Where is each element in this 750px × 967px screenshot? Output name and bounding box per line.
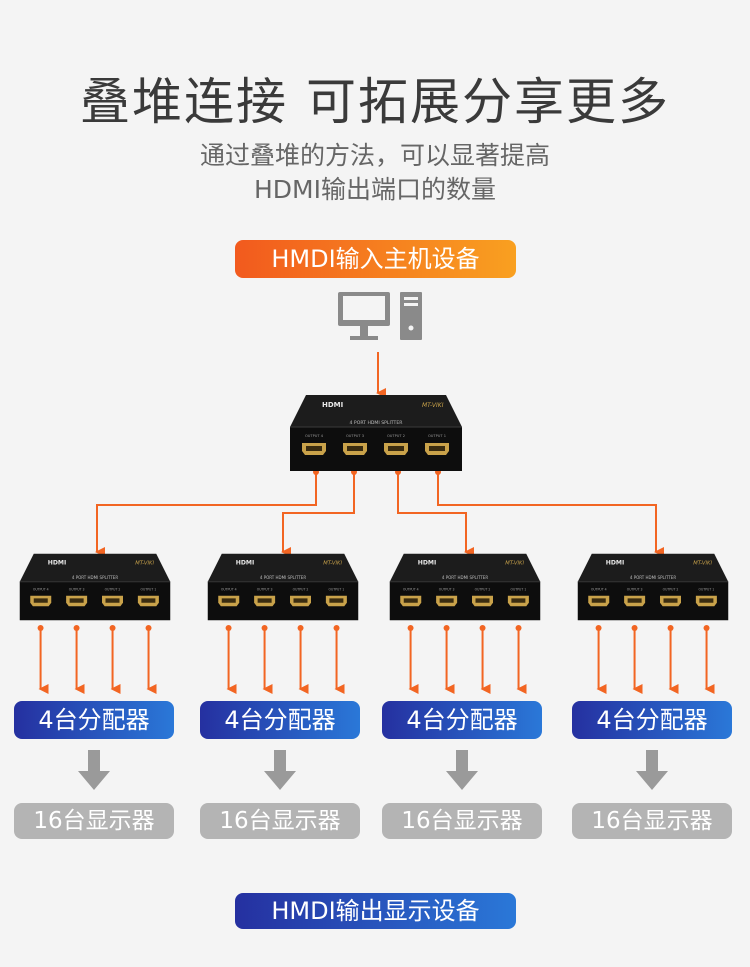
splitter-port-label: OUTPUT 2 [663,588,679,592]
wire-connector-dot [73,625,80,631]
splitter-model-text: 4 PORT HDMI SPLITTER [442,575,488,580]
group-3-display-label: 16台显示器 [382,803,542,839]
group-1-splitter-label: 4台分配器 [14,701,174,739]
splitter-logo-text: HDMI [418,559,437,566]
splitter-logo-text: HDMI [48,559,67,566]
splitter-port-label: OUTPUT 2 [475,588,491,592]
group-2-splitter-label: 4台分配器 [200,701,360,739]
down-arrow-icon [636,750,668,790]
hdmi-splitter-drawing: HDMI MT-VIKI 4 PORT HDMI SPLITTER OUTPUT 4 O… [577,553,729,621]
wire-connector-dot [443,625,450,631]
wire-to-splitter-2 [281,472,355,557]
wire-connector-dot [261,625,268,631]
output-devices-label: HMDI输出显示设备 [235,893,516,929]
splitter-port-label: OUTPUT 3 [627,588,643,592]
wire-to-splitter-3 [397,472,474,557]
subtitle-line-2: HDMI输出端口的数量 [254,175,496,204]
splitter-logo-text: HDMI [606,559,625,566]
input-host-label: HMDI输入主机设备 [235,240,516,278]
wire-connector-dot [109,625,116,631]
splitter-port-label: OUTPUT 2 [387,434,405,438]
hdmi-splitter-drawing: HDMI MT-VIKI 4 PORT HDMI SPLITTER OUTPUT 4 O… [389,553,541,621]
splitter-model-text: 4 PORT HDMI SPLITTER [630,575,676,580]
wire-connector-dot [37,625,44,631]
down-arrow-icon [264,750,296,790]
wire-connector-dot [631,625,638,631]
splitter-port-label: OUTPUT 3 [69,588,85,592]
wire-to-splitter-1 [95,472,317,557]
hdmi-splitter-drawing: HDMI MT-VIKI 4 PORT HDMI SPLITTER OUTPUT 4 O… [19,553,171,621]
wire-connector-dot [297,625,304,631]
splitter-model-text: 4 PORT HDMI SPLITTER [260,575,306,580]
group-1-display-label: 16台显示器 [14,803,174,839]
down-arrow-icon [446,750,478,790]
group-4-splitter: HDMI MT-VIKI 4 PORT HDMI SPLITTER OUTPUT 4 O… [574,552,732,622]
splitter-port-label: OUTPUT 3 [257,588,273,592]
splitter-port-label: OUTPUT 3 [346,434,364,438]
splitter-brand-text: MT-VIKI [135,560,154,566]
group-4-splitter-label: 4台分配器 [572,701,732,739]
wire-connector-dot [667,625,674,631]
splitter-port-label: OUTPUT 2 [293,588,309,592]
wire-to-splitter-4 [437,472,664,557]
group-2-splitter: HDMI MT-VIKI 4 PORT HDMI SPLITTER OUTPUT 4 O… [204,552,362,622]
group-2-display-label: 16台显示器 [200,803,360,839]
splitter-brand-text: MT-VIKI [323,560,342,566]
wire-connector-dot [333,625,340,631]
wire-connector-dot [225,625,232,631]
splitter-logo-text: HDMI [236,559,255,566]
down-arrow-icon [78,750,110,790]
wire-connector-dot [145,625,152,631]
splitter-port-label: OUTPUT 4 [33,588,49,592]
wire-connector-dot [407,625,414,631]
splitter-brand-text: MT-VIKI [505,560,524,566]
subtitle-line-1: 通过叠堆的方法，可以显著提高 [199,141,550,170]
splitter-port-label: OUTPUT 4 [221,588,237,592]
splitter-port-label: OUTPUT 1 [328,588,344,592]
hdmi-splitter-drawing: HDMI MT-VIKI 4 PORT HDMI SPLITTER OUTPUT 4 O… [207,553,359,621]
splitter-model-text: 4 PORT HDMI SPLITTER [72,575,118,580]
wire-connector-dot [595,625,602,631]
group-1-splitter: HDMI MT-VIKI 4 PORT HDMI SPLITTER OUTPUT 4 O… [16,552,174,622]
group-3-splitter-label: 4台分配器 [382,701,542,739]
desktop-computer-icon [338,292,422,340]
splitter-port-label: OUTPUT 3 [439,588,455,592]
splitter-port-label: OUTPUT 1 [428,434,446,438]
splitter-model-text: 4 PORT HDMI SPLITTER [350,420,404,426]
splitter-port-label: OUTPUT 1 [698,588,714,592]
wire-connector-dot [515,625,522,631]
group-4-display-label: 16台显示器 [572,803,732,839]
splitter-brand-text: MT-VIKI [422,402,444,409]
page-title: 叠堆连接 可拓展分享更多 [80,73,670,131]
splitter-brand-text: MT-VIKI [693,560,712,566]
splitter-port-label: OUTPUT 4 [403,588,419,592]
splitter-port-label: OUTPUT 1 [510,588,526,592]
splitter-logo-text: HDMI [322,401,343,409]
splitter-port-label: OUTPUT 4 [305,434,324,438]
splitter-port-label: OUTPUT 1 [140,588,156,592]
group-3-splitter: HDMI MT-VIKI 4 PORT HDMI SPLITTER OUTPUT 4 O… [386,552,544,622]
hdmi-splitter-drawing: HDMI MT-VIKI 4 PORT HDMI SPLITTER OUTPUT 4 O… [290,395,462,471]
wire-connector-dot [479,625,486,631]
main-hdmi-splitter: HDMI MT-VIKI 4 PORT HDMI SPLITTER OUTPUT 4 O… [286,393,466,473]
splitter-port-label: OUTPUT 4 [591,588,607,592]
wire-connector-dot [703,625,710,631]
splitter-port-label: OUTPUT 2 [105,588,121,592]
